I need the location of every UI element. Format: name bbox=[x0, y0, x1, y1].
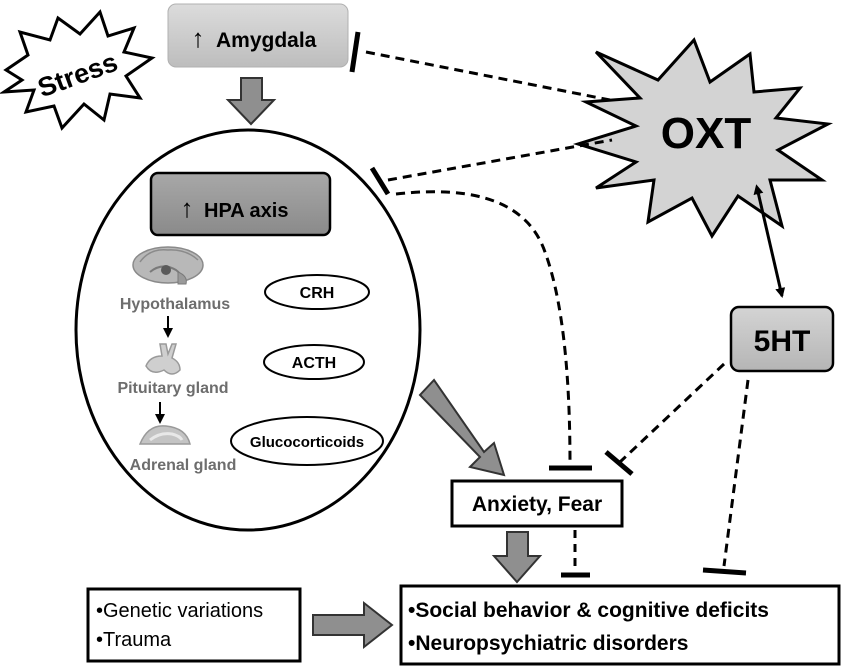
glucocorticoids-node: Glucocorticoids bbox=[230, 416, 384, 466]
anxiety-box bbox=[450, 479, 624, 528]
acth-label: ACTH bbox=[292, 355, 336, 372]
hpa-to-anxiety-arrow bbox=[418, 378, 506, 477]
outcome-neuro: •Neuropsychiatric disorders bbox=[408, 632, 688, 655]
causes-box bbox=[86, 587, 302, 663]
anxiety-to-outcome-arrow bbox=[491, 531, 543, 584]
5ht-inhibits-social bbox=[702, 379, 750, 576]
oxt-5ht-double-arrow bbox=[753, 184, 786, 298]
causes-node: •Genetic variations •Trauma bbox=[86, 587, 302, 663]
crh-node: CRH bbox=[264, 274, 370, 310]
hpa-label: HPA axis bbox=[204, 200, 288, 222]
adrenal-label: Adrenal gland bbox=[130, 457, 237, 474]
hpa-box bbox=[149, 171, 332, 237]
five-ht-box bbox=[729, 305, 835, 373]
cause-genetic: •Genetic variations bbox=[96, 600, 263, 622]
oxt-inhibits-amygdala bbox=[349, 31, 611, 102]
brain-icon bbox=[132, 246, 204, 285]
anxiety-node: Anxiety, Fear bbox=[450, 479, 624, 528]
five-ht-label: 5HT bbox=[754, 325, 811, 358]
glucocorticoids-label: Glucocorticoids bbox=[250, 434, 364, 451]
acth-node: ACTH bbox=[263, 344, 365, 380]
amygdala-up-arrow: ↑ bbox=[192, 23, 205, 53]
five-ht-node: 5HT bbox=[729, 305, 835, 373]
amygdala-node: ↑ Amygdala bbox=[167, 3, 349, 68]
outcome-social: •Social behavior & cognitive deficits bbox=[408, 599, 769, 622]
5ht-inhibits-anxiety bbox=[604, 362, 726, 476]
oxt-inhibits-anxiety bbox=[395, 190, 592, 471]
oxt-inhibits-hpa bbox=[369, 138, 613, 196]
anxiety-inhibit-outcome bbox=[561, 530, 590, 578]
oxt-label: OXT bbox=[661, 109, 752, 158]
oxt-starburst: OXT bbox=[572, 37, 834, 239]
crh-label: CRH bbox=[300, 285, 335, 302]
hpa-up-arrow: ↑ bbox=[181, 193, 194, 223]
stress-star-shape bbox=[0, 9, 156, 131]
causes-to-outcome-arrow bbox=[312, 600, 394, 650]
adrenal-icon bbox=[138, 425, 191, 445]
amygdala-box bbox=[167, 3, 349, 68]
hypothalamus-label: Hypothalamus bbox=[120, 296, 230, 313]
pituitary-label: Pituitary gland bbox=[117, 380, 228, 397]
anxiety-label: Anxiety, Fear bbox=[472, 493, 602, 516]
hpa-node: ↑ HPA axis bbox=[149, 171, 332, 237]
amygdala-label: Amygdala bbox=[216, 29, 317, 52]
pituitary-icon bbox=[145, 343, 181, 375]
hpa-ellipse bbox=[74, 128, 422, 532]
cause-trauma: •Trauma bbox=[96, 629, 172, 651]
outcomes-box bbox=[399, 584, 841, 666]
amygdala-to-hpa-arrow bbox=[225, 77, 277, 126]
stress-starburst: Stress bbox=[0, 9, 156, 131]
outcomes-node: •Social behavior & cognitive deficits •N… bbox=[399, 584, 841, 666]
